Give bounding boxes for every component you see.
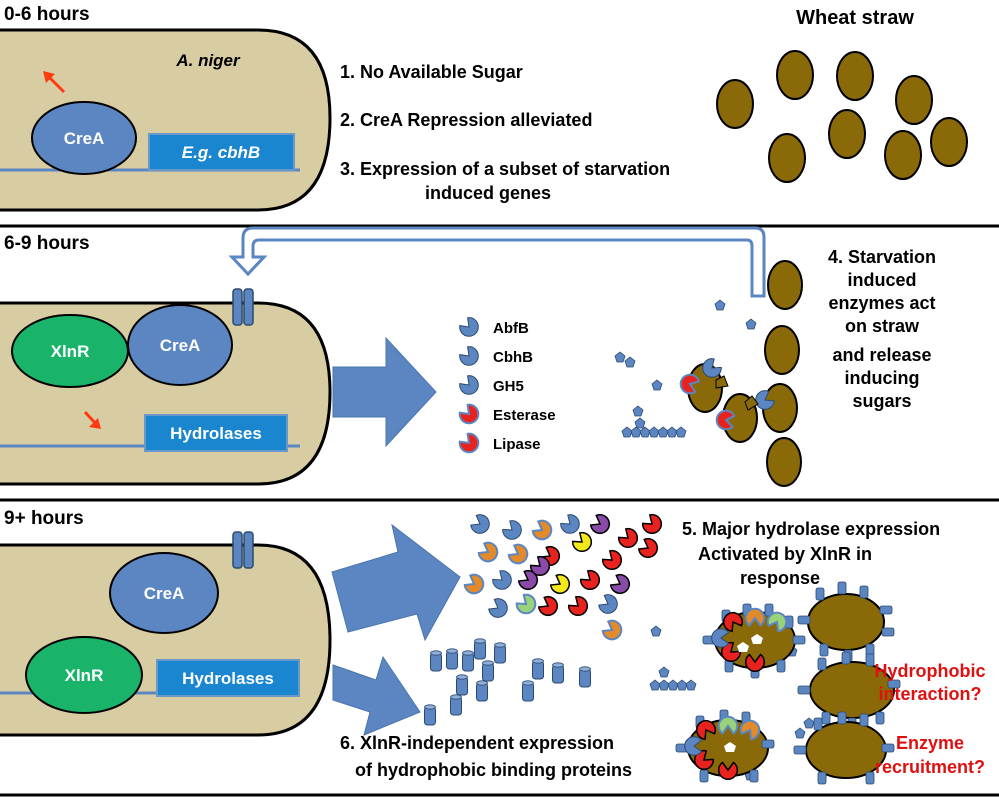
panel-0-6-hours: 0-6 hours A. niger CreA E.g. cbhB 1. No …: [0, 4, 968, 212]
step1-text: 1. No Available Sugar: [340, 62, 523, 82]
step5-text: 5. Major hydrolase expression Activated …: [682, 519, 940, 588]
coated-particle: [797, 581, 895, 663]
svg-text:sugars: sugars: [852, 391, 911, 411]
membrane-transporter: [232, 288, 254, 326]
panel3-time-label: 9+ hours: [4, 508, 84, 529]
coated-particle: [793, 711, 895, 785]
gene-label-cbhb: E.g. cbhB: [182, 143, 260, 162]
svg-text:inducing: inducing: [845, 368, 920, 388]
crea-label: CreA: [144, 584, 185, 603]
question-enzyme-recruitment: Enzyme recruitment?: [875, 733, 985, 777]
step4-text: 4. Starvation induced enzymes act on str…: [828, 247, 936, 411]
enzyme-icon-cbhb: [456, 343, 483, 370]
organism-label: A. niger: [175, 51, 241, 70]
panel2-time-label: 6-9 hours: [4, 233, 90, 254]
secreted-enzyme-cloud: [461, 511, 666, 644]
svg-text:enzymes act: enzymes act: [828, 293, 935, 313]
gene-box-hydrolases: [156, 659, 300, 697]
membrane-transporter: [232, 531, 254, 569]
svg-text:interaction?: interaction?: [878, 684, 981, 704]
gene-box-cbhb: [148, 133, 295, 171]
secretion-arrow-upper: [331, 523, 461, 642]
svg-text:Enzyme: Enzyme: [896, 733, 964, 753]
coated-particle: [675, 709, 775, 783]
activation-arrow: [83, 410, 101, 429]
svg-text:and release: and release: [832, 345, 931, 365]
enzyme-icon-abfb: [456, 314, 483, 341]
svg-text:of hydrophobic binding protein: of hydrophobic binding proteins: [355, 760, 632, 780]
coated-particle: [702, 603, 806, 679]
xlnr-label: XlnR: [51, 342, 90, 361]
enzyme-label-cbhb: CbhB: [493, 349, 533, 366]
feedback-arrow: [228, 226, 766, 298]
gene-label-hydrolases: Hydrolases: [170, 424, 262, 443]
svg-text:Activated by XlnR in: Activated by XlnR in: [698, 544, 872, 564]
enzyme-icon-esterase: [456, 401, 484, 429]
crea-label: CreA: [64, 129, 105, 148]
enzyme-icon-gh5: [456, 372, 483, 399]
step6-text: 6. XlnR-independent expression of hydrop…: [340, 733, 632, 780]
panel-6-9-hours: 6-9 hours XlnR CreA Hydrolases AbfB CbhB: [0, 226, 936, 487]
released-sugars: [614, 299, 757, 438]
xlnr-protein: [25, 636, 143, 714]
gene-label-hydrolases: Hydrolases: [182, 669, 274, 688]
svg-text:Hydrophobic: Hydrophobic: [875, 661, 986, 681]
svg-text:4. Starvation: 4. Starvation: [828, 247, 936, 267]
secretion-arrow: [332, 336, 437, 448]
question-hydrophobic-interaction: Hydrophobic interaction?: [875, 661, 986, 704]
enzyme-icon-lipase: [456, 430, 484, 458]
coated-particle: [797, 651, 901, 731]
svg-text:response: response: [740, 568, 820, 588]
wheat-straw-title: Wheat straw: [796, 7, 914, 29]
crea-label: CreA: [160, 336, 201, 355]
enzyme-label-esterase: Esterase: [493, 407, 556, 424]
secretion-arrow-lower: [332, 655, 421, 736]
panel-9-plus-hours: 9+ hours CreA XlnR Hydrolases: [0, 508, 986, 785]
release-arrow: [43, 71, 66, 94]
crea-protein: [127, 304, 233, 386]
enzyme-legend: AbfB CbhB GH5 Esterase Lipase: [456, 314, 556, 458]
enzyme-label-gh5: GH5: [493, 378, 524, 395]
bound-enzymes-panel2: [677, 355, 777, 432]
svg-text:5. Major hydrolase expression: 5. Major hydrolase expression: [682, 519, 940, 539]
crea-protein: [31, 101, 137, 175]
step3-text-line2: induced genes: [425, 183, 551, 203]
gene-box-hydrolases: [144, 414, 288, 452]
crea-protein: [109, 552, 219, 634]
xlnr-label: XlnR: [65, 666, 104, 685]
panel1-time-label: 0-6 hours: [4, 4, 90, 25]
step3-text-line1: 3. Expression of a subset of starvation: [340, 159, 670, 179]
hydrophobic-binding-proteins: [424, 638, 591, 726]
step2-text: 2. CreA Repression alleviated: [340, 110, 592, 130]
svg-text:recruitment?: recruitment?: [875, 757, 985, 777]
svg-text:on straw: on straw: [845, 316, 920, 336]
enzyme-label-lipase: Lipase: [493, 436, 541, 453]
coated-straw-particles: [675, 581, 901, 785]
svg-text:6. XlnR-independent expressio: 6. XlnR-independent expression: [340, 733, 614, 753]
enzyme-label-abfb: AbfB: [493, 320, 529, 337]
wheat-straw-particles: [716, 50, 968, 183]
svg-text:induced: induced: [847, 270, 916, 290]
